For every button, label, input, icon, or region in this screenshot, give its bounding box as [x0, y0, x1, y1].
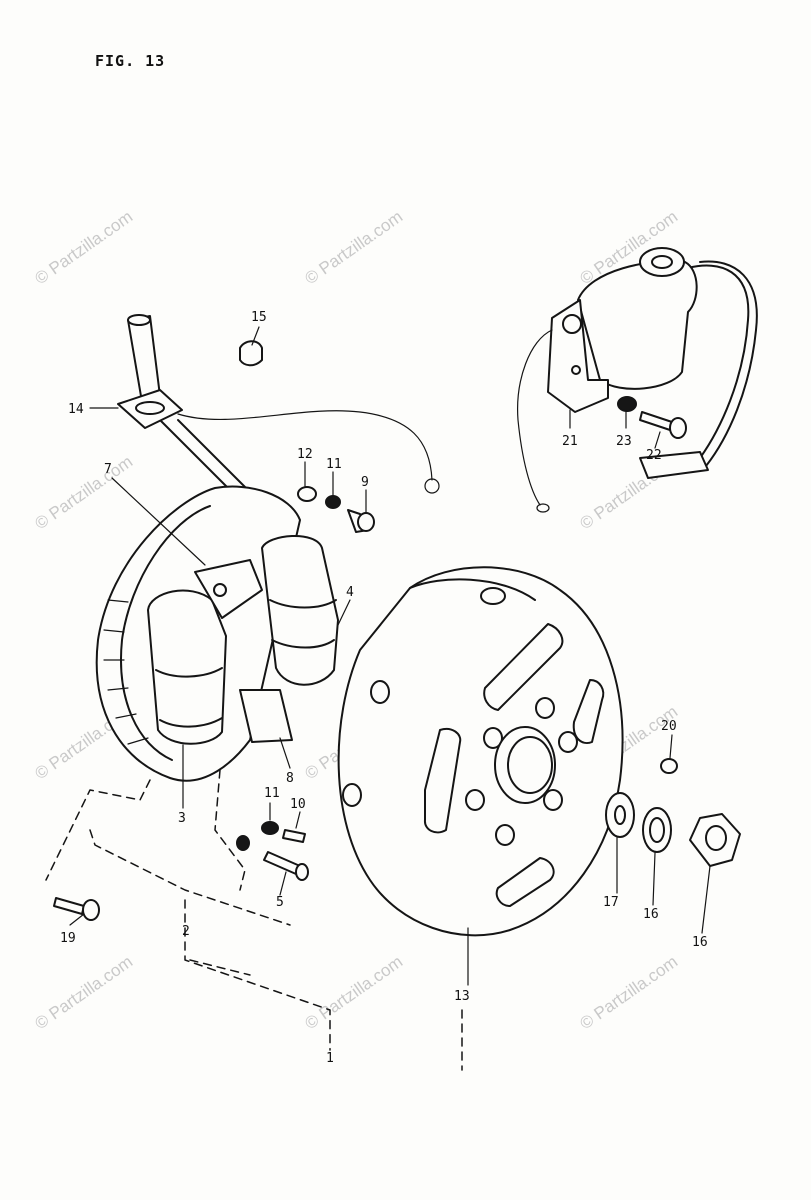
- flywheel-rotor[interactable]: [337, 566, 624, 937]
- watermark-text: © Partzilla.com: [576, 952, 681, 1033]
- ignition-coil[interactable]: [517, 247, 758, 513]
- callout-13: 13: [454, 989, 470, 1004]
- callout-20: 20: [661, 719, 677, 734]
- callout-23: 23: [616, 434, 632, 449]
- callout-2: 2: [182, 924, 190, 939]
- callout-16: 16: [692, 935, 708, 950]
- callout-7: 7: [104, 462, 112, 477]
- leader-lines: [45, 326, 711, 1071]
- watermark-text: © Partzilla.com: [301, 207, 406, 288]
- watermark-text: © Partzilla.com: [31, 952, 136, 1033]
- callout-22: 22: [646, 448, 662, 463]
- callout-10: 10: [290, 797, 306, 812]
- callout-21: 21: [562, 434, 578, 449]
- callout-4: 4: [346, 585, 354, 600]
- callout-12: 12: [297, 447, 313, 462]
- hardware-right[interactable]: [605, 758, 741, 867]
- watermark-text: © Partzilla.com: [301, 952, 406, 1033]
- watermark-text: © Partzilla.com: [31, 207, 136, 288]
- callout-1: 1: [326, 1051, 334, 1066]
- callout-17: 17: [603, 895, 619, 910]
- callout-8: 8: [286, 771, 294, 786]
- callout-14: 14: [68, 402, 84, 417]
- watermark-text: © Partzilla.com: [31, 452, 136, 533]
- callout-11: 11: [264, 786, 280, 801]
- callout-11: 11: [326, 457, 342, 472]
- hardware-left[interactable]: [53, 340, 375, 921]
- callout-16: 16: [643, 907, 659, 922]
- figure-title: FIG. 13: [95, 52, 166, 70]
- callout-9: 9: [361, 475, 369, 490]
- callout-5: 5: [276, 895, 284, 910]
- callout-3: 3: [178, 811, 186, 826]
- callout-labels: 15 14 12 11 9 7 4 3 8 11 10 5 2 19 1 13 …: [60, 310, 708, 1066]
- stator-assembly[interactable]: [95, 314, 440, 782]
- callout-15: 15: [251, 310, 267, 325]
- callout-19: 19: [60, 931, 76, 946]
